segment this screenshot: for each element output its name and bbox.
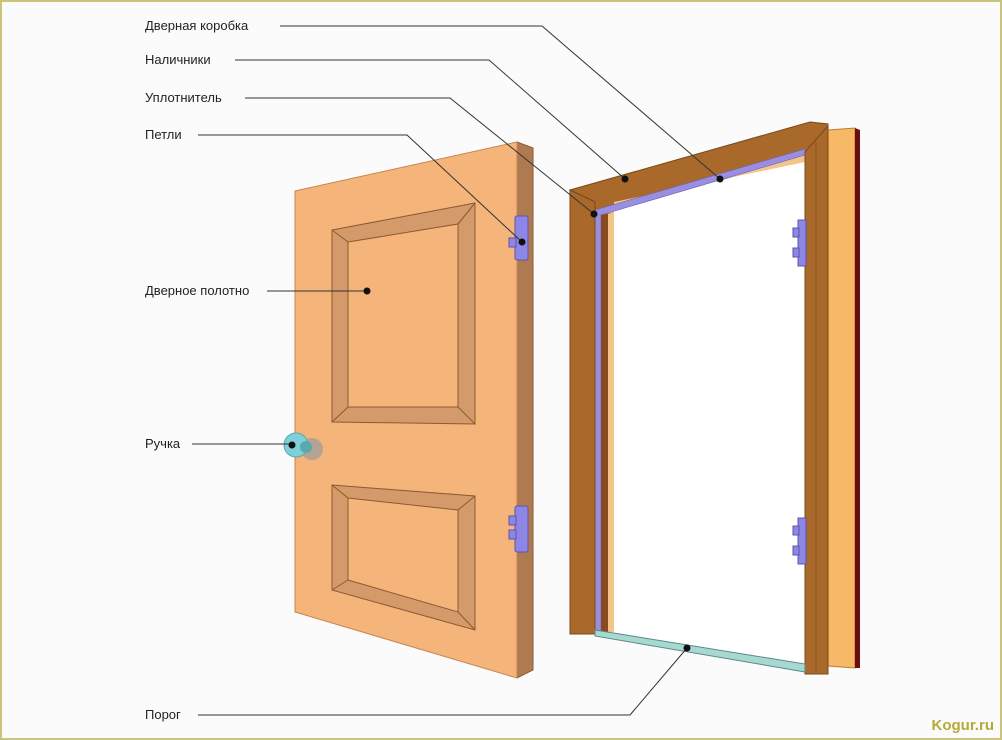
door-hinge-top — [508, 215, 529, 261]
leader-lines — [192, 25, 721, 716]
label-door-frame: Дверная коробка — [145, 18, 249, 33]
watermark: Kogur.ru — [931, 717, 995, 734]
label-handle: Ручка — [145, 436, 181, 451]
door-handle — [283, 432, 323, 460]
label-threshold: Порог — [145, 707, 181, 722]
door-frame — [568, 121, 829, 675]
door-hinge-bottom — [508, 505, 529, 553]
label-seal: Уплотнитель — [145, 90, 222, 105]
leader-dots — [288, 175, 724, 652]
door-opening — [614, 162, 805, 670]
label-casings: Наличники — [145, 52, 211, 67]
label-hinges: Петли — [145, 127, 182, 142]
casing-right — [827, 127, 860, 669]
threshold — [594, 629, 806, 673]
door-leaf — [294, 141, 534, 679]
frame-hinge-top — [792, 219, 807, 267]
frame-hinge-bottom — [792, 517, 807, 565]
label-door-leaf: Дверное полотно — [145, 283, 250, 298]
